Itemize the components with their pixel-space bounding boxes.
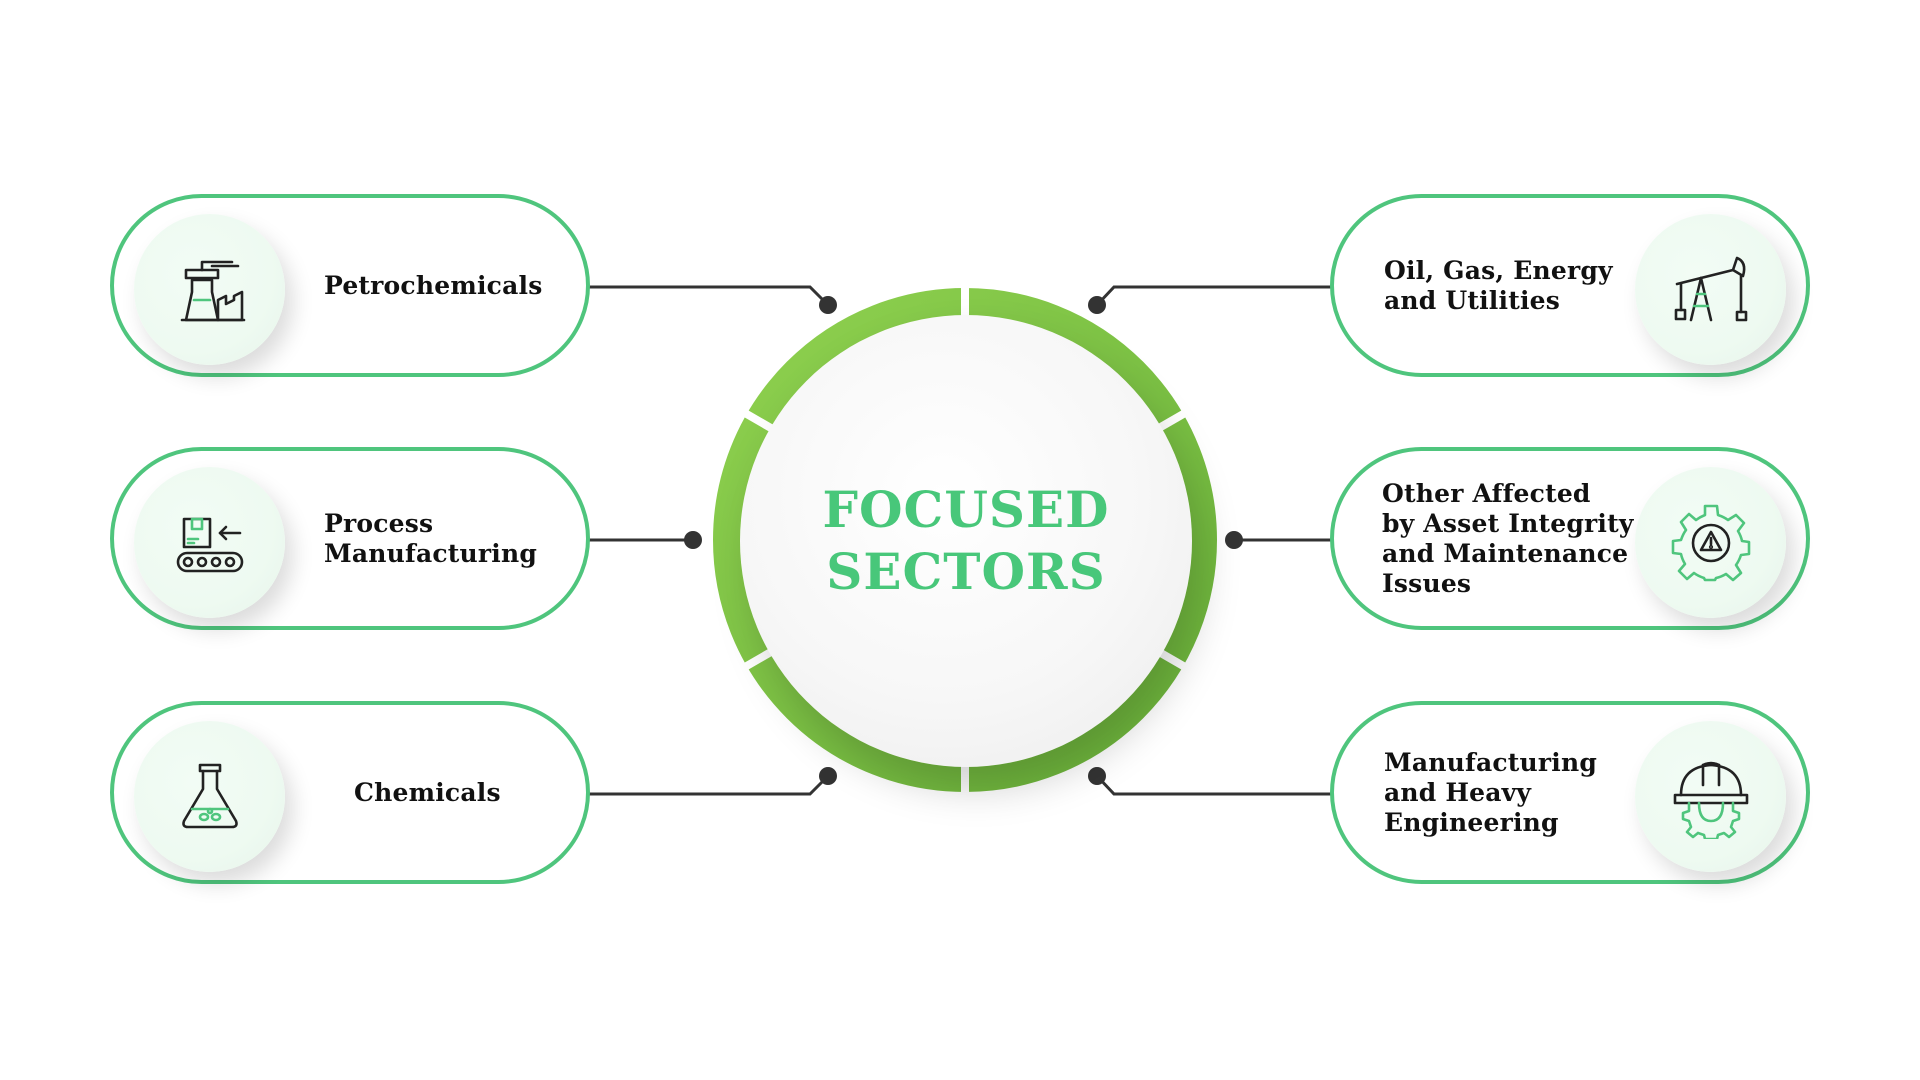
connector-dot [684,531,702,549]
center-title-disc: FOCUSED SECTORS [740,315,1192,767]
sector-card-process-manufacturing: Process Manufacturing [110,447,590,630]
center-title: FOCUSED SECTORS [822,479,1109,603]
sector-card-oil-gas-energy: Oil, Gas, Energy and Utilities [1330,194,1810,377]
gear-warning-icon [1671,504,1750,581]
sector-label-line: Manufacturing [1384,747,1598,777]
sector-label-line: Engineering [1384,807,1559,837]
icon-badge [134,467,285,618]
icon-badge [1635,467,1786,618]
sector-label: Chemicals [354,705,546,880]
sector-label-line: Oil, Gas, Energy [1384,255,1613,285]
sector-label-line: and Maintenance [1382,538,1629,568]
center-title-line: SECTORS [826,542,1106,601]
sector-label-line: Petrochemicals [324,270,543,300]
sector-label-line: and Utilities [1384,285,1561,315]
conveyor-belt-icon [176,517,243,572]
sector-card-chemicals: Chemicals [110,701,590,884]
oil-pump-icon [1674,256,1747,321]
sector-label-line: by Asset Integrity [1382,508,1634,538]
hard-hat-gear-icon [1673,761,1748,839]
connector-dot [819,296,837,314]
sector-label: Other Affected by Asset Integrity and Ma… [1382,451,1634,626]
sector-label-line: Process [324,508,434,538]
sector-label: Manufacturing and Heavy Engineering [1384,705,1611,880]
icon-badge [134,214,285,365]
flask-icon [181,763,238,828]
connector-dot [1088,296,1106,314]
connector-dot [819,767,837,785]
sector-card-petrochemicals: Petrochemicals [110,194,590,377]
sector-label: Oil, Gas, Energy and Utilities [1384,198,1613,373]
sector-label-line: Issues [1382,568,1472,598]
sector-card-manufacturing-heavy: Manufacturing and Heavy Engineering [1330,701,1810,884]
sector-label: Petrochemicals [324,198,546,373]
sector-label-line: and Heavy [1384,777,1532,807]
icon-badge [1635,214,1786,365]
sector-label: Process Manufacturing [324,451,546,626]
icon-badge [1635,721,1786,872]
sector-label-line: Chemicals [354,777,501,807]
icon-badge [134,721,285,872]
connector-dot [1088,767,1106,785]
connector-dot [1225,531,1243,549]
refinery-icon [180,260,245,321]
sector-label-line: Other Affected [1382,478,1591,508]
sector-label-line: Manufacturing [324,538,538,568]
center-title-line: FOCUSED [822,480,1110,539]
sector-card-other-affected: Other Affected by Asset Integrity and Ma… [1330,447,1810,630]
